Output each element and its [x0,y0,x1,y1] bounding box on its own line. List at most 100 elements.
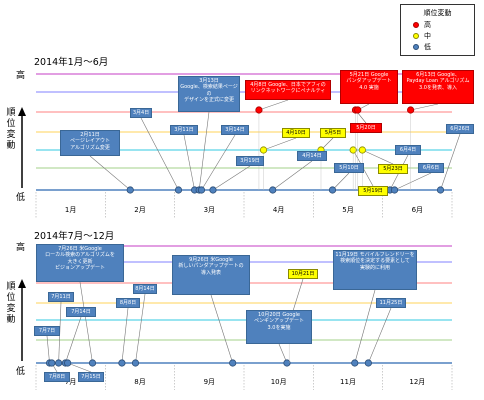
event-marker [88,359,97,367]
month-tick-label: 7月 [65,378,76,386]
event-marker [126,186,134,194]
event-connector [354,289,376,364]
event-connector [440,133,461,191]
event-label: 3月11日 [170,125,198,135]
event-marker [131,359,140,367]
event-marker [354,106,362,114]
event-connector [332,172,350,191]
event-connector [263,137,297,151]
event-label: 8月8日 [116,298,140,308]
legend-label-low: 低 [424,43,431,51]
y-high-label: 高 [16,71,26,81]
legend-label-high: 高 [424,21,431,29]
event-label: 2月11日 ページレイアウト アルゴリズム変更 [60,130,120,156]
legend-dot-mid [413,33,419,39]
y-axis-label: 順位変動 [6,282,16,325]
month-tick-label: 11月 [340,378,356,386]
event-marker [390,186,399,194]
event-connector [183,134,195,191]
event-connector [135,293,146,364]
event-connector [210,294,233,364]
event-marker [259,146,268,154]
event-connector [67,362,92,373]
event-marker [328,186,337,194]
event-marker [64,359,72,367]
event-connector [272,160,313,191]
event-connector [394,172,432,191]
event-marker [358,146,366,154]
y-axis-arrowhead [18,107,26,116]
event-marker [48,359,56,367]
month-tick-label: 10月 [271,378,287,386]
month-tick-label: 2月 [134,206,145,214]
month-tick-label: 9月 [204,378,215,386]
event-label: 5月10日 [334,163,364,173]
event-label: 5月19日 [358,186,388,196]
event-label: 4月14日 [297,151,327,161]
month-tick-label: 6月 [412,206,423,214]
legend-dot-high [413,22,419,28]
event-marker [283,359,291,367]
event-marker [197,186,206,194]
event-marker [269,186,277,194]
event-connector [198,111,210,191]
event-marker [407,106,415,114]
event-connector [410,103,439,111]
event-connector [258,99,289,111]
y-axis-label: 順位変動 [6,108,16,151]
event-label: 7月8日 [44,372,70,382]
event-marker [364,359,372,367]
event-marker [351,359,359,367]
event-label: 5月5日 [320,128,346,138]
event-marker [349,146,357,154]
event-label: 6月6日 [418,163,444,173]
y-axis-arrowhead [18,279,26,288]
y-low-label: 低 [16,367,26,377]
event-marker [436,186,445,194]
event-label: 9月26日 米Google 新しいパンダアップデートの 導入発表 [172,255,250,295]
event-connector [201,134,236,191]
event-label: 3月19日 [236,156,264,166]
event-marker [255,106,263,114]
event-label: 10月21日 [288,269,318,279]
event-connector [65,316,82,364]
legend: 順位変動 高 中 低 [400,4,475,56]
event-label: 3月14日 [221,125,249,135]
event-label: 5月20日 [350,123,382,133]
event-marker [174,186,183,194]
month-tick-label: 1月 [65,206,76,214]
event-label: 4月8日 Google、日本でアフィの リンクネットワークにペナルティ [245,80,331,100]
event-label: 7月7日 [34,326,60,336]
event-label: 5月21日 Google パンダアップデート 4.0 実施 [340,70,398,104]
y-low-label: 低 [16,193,26,203]
event-label: 3月13日 Google、検索結果ページの デザインを正式に変更 [178,76,240,112]
event-label: 6月4日 [395,145,421,155]
event-label: 11月25日 [376,298,406,308]
legend-dot-low [413,44,419,50]
month-tick-label: 8月 [134,378,145,386]
month-tick-label: 5月 [342,206,353,214]
event-marker [118,359,126,367]
event-marker [209,186,217,194]
event-label: 5月23日 [378,164,408,174]
month-tick-label: 3月 [204,206,215,214]
event-marker [55,359,63,367]
event-label: 6月13日 Google、 Payday Loan アルゴリズム 3.0を発表、… [402,70,474,104]
panel-title: 2014年7月～12月 [34,231,115,242]
event-connector [212,165,251,191]
event-label: 8月14日 [133,284,157,294]
event-connector [368,307,392,364]
legend-label-mid: 中 [424,32,431,40]
event-label: 7月11日 [48,292,74,302]
event-connector [46,335,50,364]
event-label: 10月20日 Google ペンギンアップデート 3.0を実施 [246,310,312,344]
panel-title: 2014年1月～6月 [34,57,109,68]
event-connector [121,307,129,364]
legend-title: 順位変動 [423,9,452,17]
event-label: 7月15日 [78,372,104,382]
event-connector [89,155,131,191]
event-connector [140,117,179,191]
y-high-label: 高 [16,243,26,253]
event-connector [362,149,394,165]
